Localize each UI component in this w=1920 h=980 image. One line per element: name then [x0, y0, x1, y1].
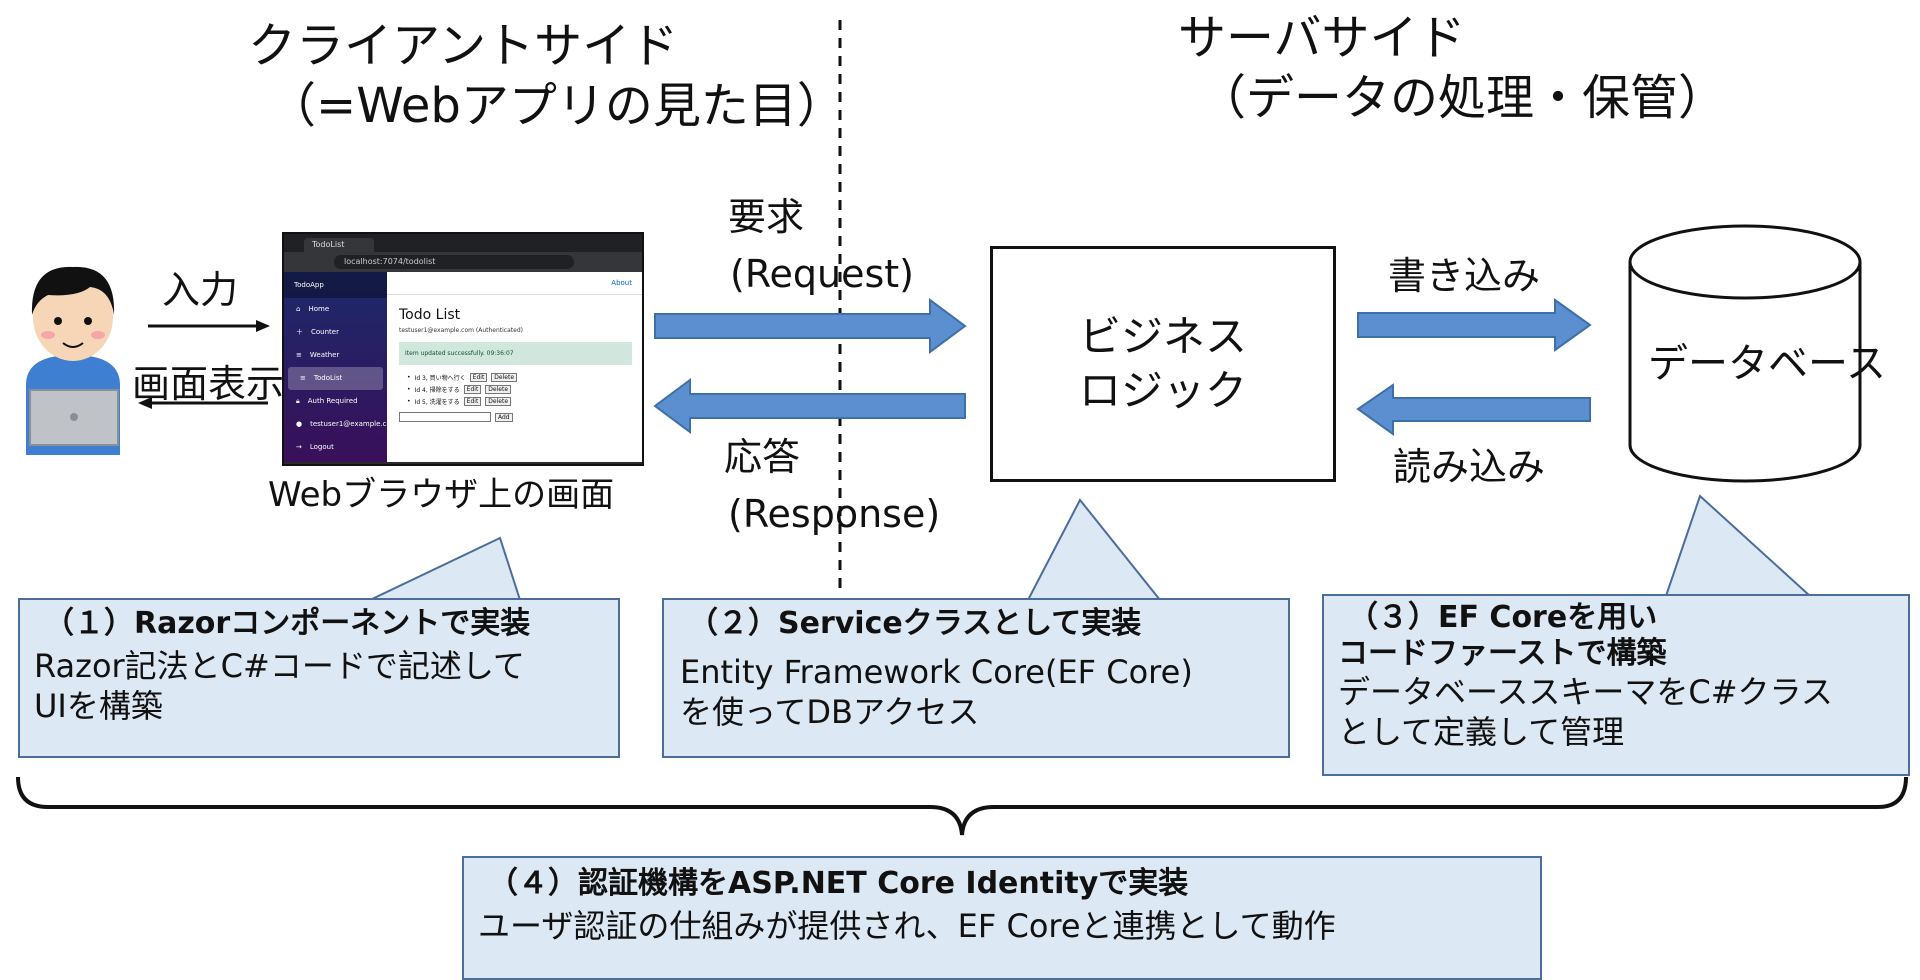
note-razor-body-1: Razor記法とC#コードで記述して: [34, 647, 525, 685]
nav-user[interactable]: ●testuser1@example.com: [284, 413, 398, 436]
user-status: testuser1@example.com (Authenticated): [399, 327, 523, 334]
read-label: 読み込み: [1393, 445, 1546, 489]
note-razor-body-2: UIを構築: [34, 687, 163, 725]
nav-auth-required[interactable]: 🔒︎Auth Required: [284, 390, 387, 413]
note2-tail: [1026, 498, 1163, 601]
note-efcore-body-1: データベーススキーマをC#クラス: [1338, 673, 1833, 711]
nav-weather[interactable]: ≡Weather: [284, 344, 387, 367]
logout-icon: →: [296, 443, 302, 451]
note-razor: （１）Razorコンポーネントで実装 Razor記法とC#コードで記述して UI…: [18, 598, 620, 758]
note1-tail: [369, 536, 522, 601]
server-title: サーバサイド: [1178, 10, 1466, 66]
nav-logout[interactable]: →Logout: [284, 436, 387, 459]
nav-counter[interactable]: ＋Counter: [284, 321, 387, 344]
browser-screenshot: TodoList localhost:7074/todolist TodoApp…: [282, 232, 644, 466]
client-title: クライアントサイド: [248, 18, 679, 74]
note-efcore-title-2: コードファーストで構築: [1338, 636, 1667, 671]
delete-button[interactable]: Delete: [485, 397, 512, 406]
client-subtitle: （=Webアプリの見た目）: [268, 78, 845, 134]
app-main: About Todo List testuser1@example.com (A…: [387, 272, 642, 462]
delete-button[interactable]: Delete: [485, 385, 512, 394]
curly-brace: [16, 776, 1908, 836]
database-label: データベース: [1648, 341, 1886, 387]
app-sidebar: TodoApp ⌂Home ＋Counter ≡Weather ≡TodoLis…: [284, 272, 398, 462]
note-efcore: （３）EF Coreを用い コードファーストで構築 データベーススキーマをC#ク…: [1322, 594, 1910, 776]
page-title: Todo List: [399, 307, 461, 323]
note-efcore-body-2: として定義して管理: [1338, 713, 1625, 751]
input-label: 入力: [162, 268, 239, 312]
browser-tab-bar: TodoList: [284, 234, 642, 252]
success-alert: Item updated successfully. 09:36:07: [399, 342, 632, 365]
browser-tab[interactable]: TodoList: [304, 238, 375, 252]
person-icon: ●: [296, 420, 303, 428]
edit-button[interactable]: Edit: [463, 385, 482, 394]
note-identity-title: （４）認証機構をASP.NET Core Identityで実装: [488, 866, 1189, 901]
browser-address-bar: localhost:7074/todolist: [284, 252, 642, 272]
new-item-input[interactable]: [399, 412, 491, 422]
note-razor-title: （１）Razorコンポーネントで実装: [44, 606, 531, 641]
business-logic-line1: ビジネス: [1078, 312, 1247, 361]
note-service-body-1: Entity Framework Core(EF Core): [680, 653, 1193, 691]
lock-icon: 🔒︎: [296, 397, 300, 405]
response-arrow: [653, 378, 966, 434]
database-cylinder: [1628, 224, 1862, 483]
display-label: 画面表示: [132, 362, 285, 406]
list-icon: ≡: [300, 374, 306, 382]
edit-button[interactable]: Edit: [463, 397, 482, 406]
business-logic-box: ビジネス ロジック: [990, 246, 1336, 482]
browser-caption: Webブラウザ上の画面: [268, 475, 615, 515]
app-brand[interactable]: TodoApp: [284, 272, 387, 298]
list-icon: ≡: [296, 351, 302, 359]
about-link[interactable]: About: [387, 272, 642, 295]
note-efcore-title-1: （３）EF Coreを用い: [1348, 600, 1658, 635]
plus-icon: ＋: [296, 328, 303, 336]
nav-todolist[interactable]: ≡TodoList: [288, 367, 383, 390]
write-label: 書き込み: [1388, 254, 1541, 298]
url-field[interactable]: localhost:7074/todolist: [334, 255, 574, 269]
user-avatar: [26, 266, 120, 455]
request-arrow: [654, 298, 967, 354]
read-arrow: [1356, 383, 1591, 436]
add-row: Add: [399, 412, 642, 422]
note-service: （２）Serviceクラスとして実装 Entity Framework Core…: [662, 598, 1290, 758]
add-button[interactable]: Add: [495, 412, 513, 422]
delete-button[interactable]: Delete: [491, 373, 518, 382]
note3-tail: [1664, 494, 1813, 597]
note-identity-body: ユーザ認証の仕組みが提供され、EF Coreと連携として動作: [478, 907, 1336, 945]
request-label-jp: 要求: [728, 195, 805, 239]
edit-button[interactable]: Edit: [469, 373, 488, 382]
home-icon: ⌂: [296, 305, 301, 313]
server-subtitle: （データの処理・保管）: [1198, 70, 1727, 126]
response-label-en: (Response): [728, 492, 941, 536]
note-service-title: （２）Serviceクラスとして実装: [688, 606, 1142, 641]
business-logic-line2: ロジック: [1078, 366, 1247, 415]
write-arrow: [1357, 298, 1592, 352]
response-label-jp: 応答: [724, 435, 801, 479]
nav-home[interactable]: ⌂Home: [284, 298, 387, 321]
note-service-body-2: を使ってDBアクセス: [680, 693, 980, 731]
note-identity: （４）認証機構をASP.NET Core Identityで実装 ユーザ認証の仕…: [462, 856, 1542, 980]
request-label-en: (Request): [730, 252, 915, 296]
